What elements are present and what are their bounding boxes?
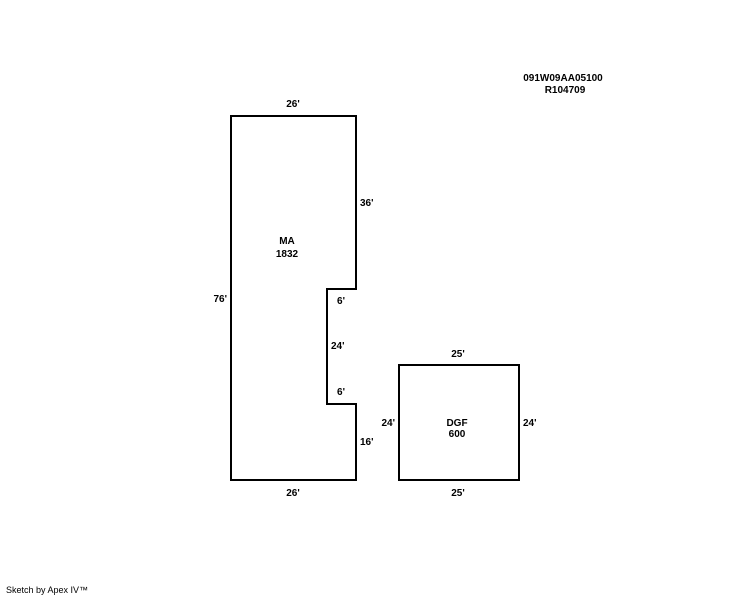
main-area-code: MA bbox=[279, 236, 295, 247]
garage-right-dimension: 24' bbox=[523, 418, 537, 429]
main-notch-bottom-dimension: 6' bbox=[337, 387, 345, 398]
main-left-dimension: 76' bbox=[213, 294, 227, 305]
main-right-lower-dimension: 16' bbox=[360, 437, 374, 448]
garage-left-dimension: 24' bbox=[381, 418, 395, 429]
garage-outline bbox=[398, 364, 520, 481]
sketch-credit: Sketch by Apex IV™ bbox=[6, 585, 88, 595]
main-top-dimension: 26' bbox=[286, 99, 300, 110]
garage-top-dimension: 25' bbox=[451, 349, 465, 360]
main-right-upper-dimension: 36' bbox=[360, 198, 374, 209]
main-area-sqft: 1832 bbox=[276, 249, 299, 260]
parcel-account-number: R104709 bbox=[545, 85, 586, 96]
main-bottom-dimension: 26' bbox=[286, 488, 300, 499]
main-notch-side-dimension: 24' bbox=[331, 341, 345, 352]
garage-code: DGF bbox=[446, 418, 467, 429]
main-area-outline bbox=[230, 115, 357, 481]
parcel-map-id: 091W09AA05100 bbox=[523, 73, 603, 84]
garage-bottom-dimension: 25' bbox=[451, 488, 465, 499]
main-notch-top-dimension: 6' bbox=[337, 296, 345, 307]
garage-sqft: 600 bbox=[449, 429, 466, 440]
